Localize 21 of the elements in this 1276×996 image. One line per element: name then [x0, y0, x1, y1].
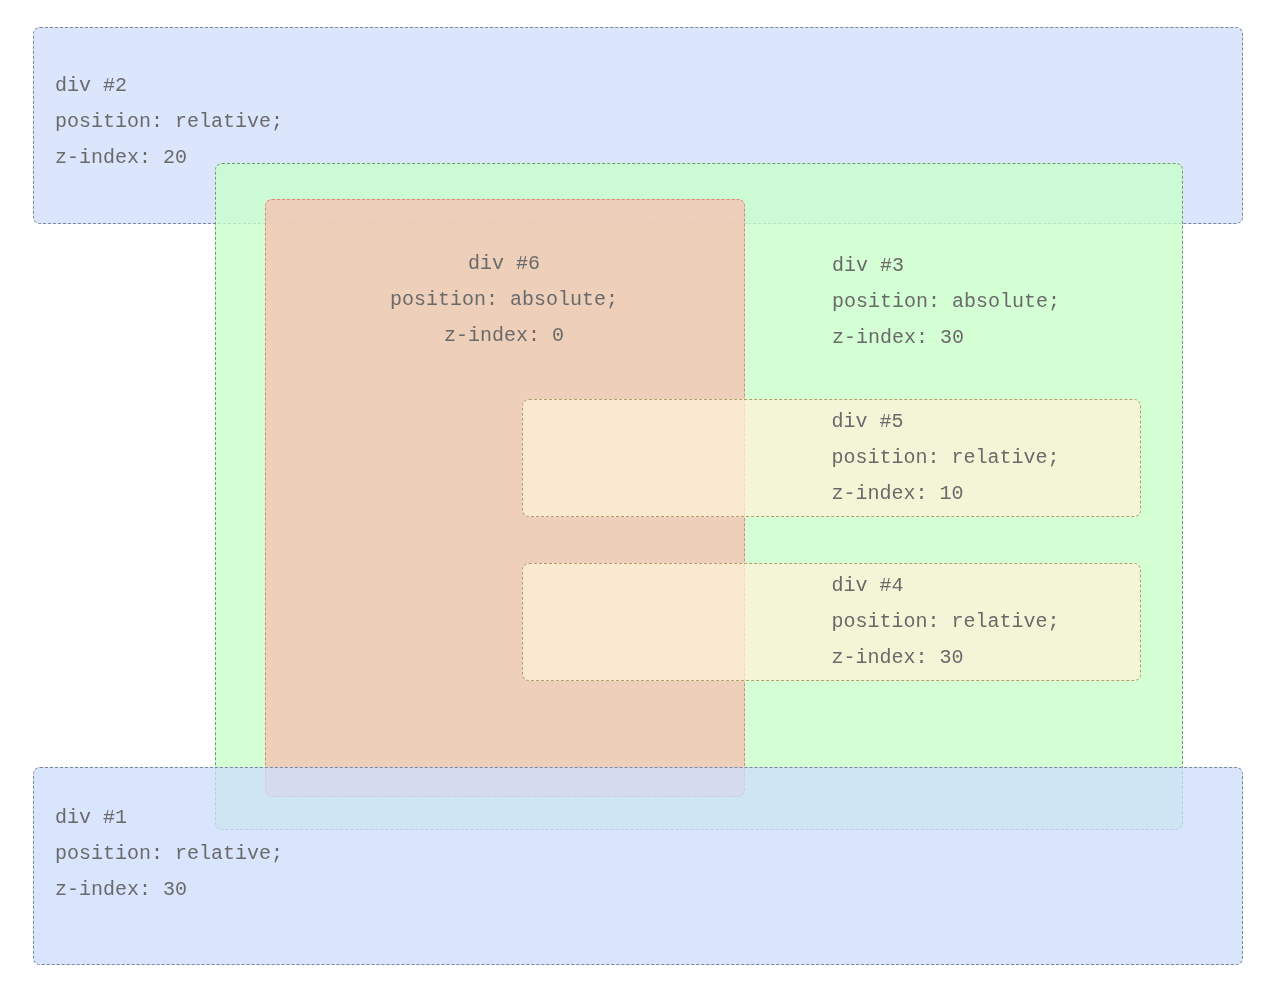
css-declaration: position: relative;	[831, 608, 1060, 635]
css-declaration: z-index: 10	[831, 480, 964, 507]
dashed-box	[521, 562, 1141, 681]
css-declaration: div #2	[55, 73, 127, 99]
css-declaration: z-index: 0	[444, 322, 564, 349]
dashed-box	[33, 767, 1243, 965]
css-declaration: position: relative;	[831, 444, 1060, 471]
css-declaration: div #6	[468, 250, 540, 277]
css-declaration: div #4	[831, 572, 904, 599]
css-declaration: div #3	[832, 253, 904, 279]
css-declaration: z-index: 30	[831, 644, 964, 671]
css-declaration: z-index: 30	[832, 325, 965, 351]
css-declaration: div #5	[831, 408, 904, 435]
css-declaration: z-index: 30	[55, 877, 188, 903]
css-declaration: position: relative;	[55, 841, 284, 867]
css-declaration: position: absolute;	[389, 286, 618, 313]
css-declaration: position: absolute;	[832, 289, 1061, 315]
css-declaration: div #1	[55, 805, 127, 831]
css-declaration: position: relative;	[55, 109, 284, 135]
dashed-box	[521, 398, 1141, 517]
css-declaration: z-index: 20	[55, 145, 188, 171]
